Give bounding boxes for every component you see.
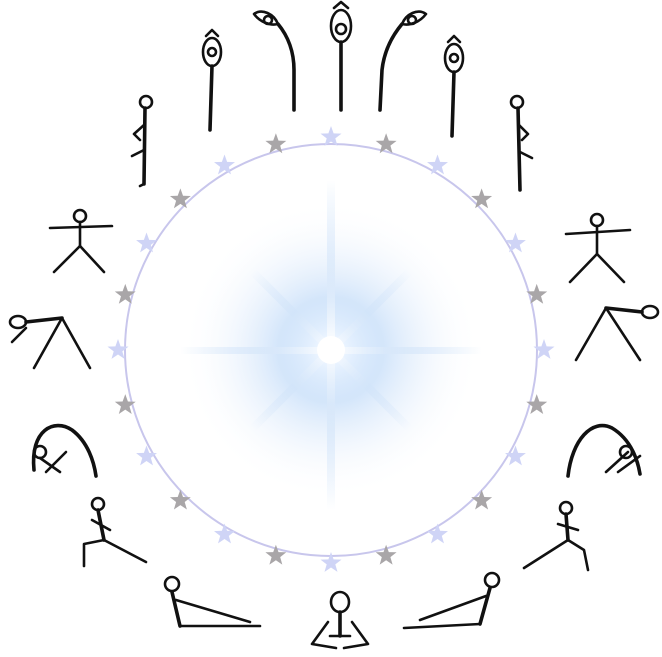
pose-figure-top-right-outer: [445, 36, 463, 136]
pose-figure-left-lunge: [84, 498, 146, 566]
pose-figure-right-lunge: [524, 502, 588, 570]
pose-figure-left-standing: [132, 96, 152, 186]
star-15: [170, 490, 191, 510]
pose-figure-top-left-outer: [203, 30, 221, 130]
pose-figure-top-left-inner: [254, 12, 294, 110]
pose-figure-right-star: [566, 214, 630, 282]
star-22: [214, 155, 235, 175]
pose-figure-left-forward-bend: [34, 426, 96, 476]
star-2: [427, 155, 448, 175]
star-5: [526, 284, 547, 304]
pose-figure-bottom-left-seated: [165, 577, 260, 626]
star-8: [505, 446, 526, 466]
star-0: [321, 126, 342, 146]
star-11: [376, 545, 397, 565]
star-13: [265, 545, 286, 565]
star-21: [170, 188, 191, 208]
star-16: [136, 446, 157, 466]
star-17: [115, 394, 136, 414]
star-20: [136, 233, 157, 253]
pose-figure-top-center: [331, 2, 351, 110]
star-4: [505, 233, 526, 253]
pose-figure-bottom-meditation: [312, 592, 368, 648]
star-7: [526, 394, 547, 414]
star-10: [427, 524, 448, 544]
star-19: [115, 284, 136, 304]
star-9: [471, 490, 492, 510]
pose-figure-right-inverted-v: [576, 306, 658, 360]
star-3: [471, 188, 492, 208]
pose-figure-left-star: [50, 210, 112, 272]
pose-figure-top-right-inner: [380, 12, 426, 110]
pose-figure-bottom-right-seated: [404, 573, 499, 628]
pose-figure-left-inverted-v: [10, 316, 90, 368]
center-light-burst: [180, 180, 482, 510]
pose-figure-right-standing: [511, 96, 532, 190]
star-14: [214, 524, 235, 544]
pose-figure-right-forward-bend: [568, 426, 640, 476]
